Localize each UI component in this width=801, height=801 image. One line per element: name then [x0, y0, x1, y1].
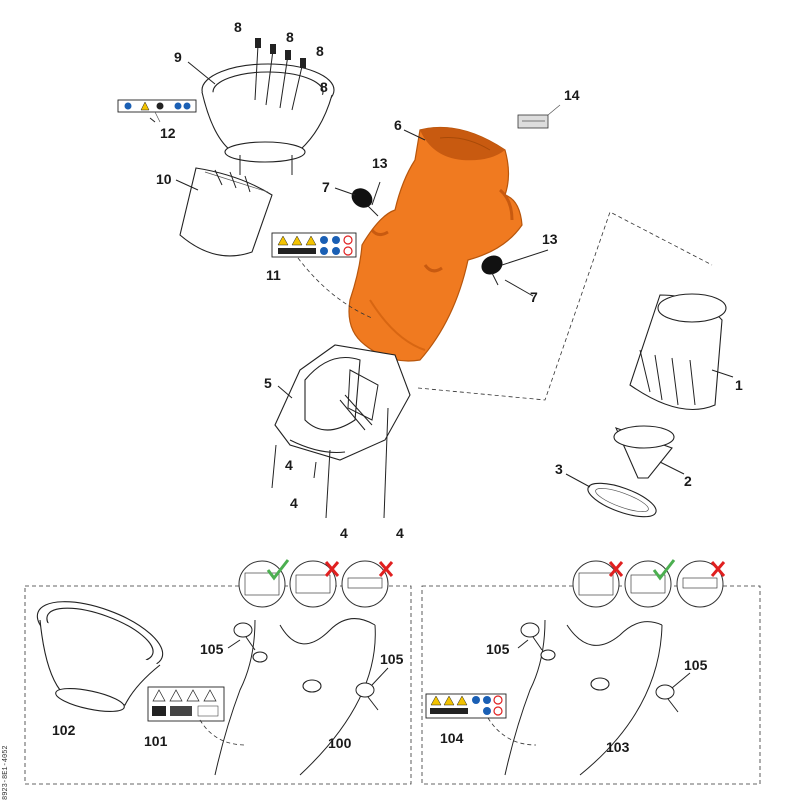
callout-102: 102 — [52, 722, 76, 738]
part-104-warning-label — [425, 693, 507, 719]
callout-8c: 8 — [316, 43, 324, 59]
callout-labels: 1 2 3 4 4 4 4 5 6 7 7 8 8 8 8 9 10 11 12… — [52, 19, 743, 755]
callout-100: 100 — [328, 735, 352, 751]
callout-8d: 8 — [320, 79, 328, 95]
callout-4a: 4 — [285, 457, 293, 473]
part-101-warning-label — [147, 686, 225, 722]
callout-105c: 105 — [486, 641, 510, 657]
callout-101: 101 — [144, 733, 168, 749]
variant-icons-right — [572, 559, 726, 608]
callout-14: 14 — [564, 87, 580, 103]
check-mark-icon — [266, 559, 290, 581]
callout-105b: 105 — [380, 651, 404, 667]
part-102-bowl — [36, 601, 164, 712]
callout-13a: 13 — [372, 155, 388, 171]
part-11-warning-label — [271, 232, 357, 258]
part-9-funnel — [201, 63, 335, 175]
callout-6: 6 — [394, 117, 402, 133]
callout-2: 2 — [684, 473, 692, 489]
callout-13b: 13 — [542, 231, 558, 247]
part-6-hopper — [348, 126, 523, 362]
part-10-sleeve — [179, 167, 273, 257]
callout-4c: 4 — [340, 525, 348, 541]
callout-9: 9 — [174, 49, 182, 65]
part-100-hopper — [214, 618, 376, 776]
part-1-cone — [629, 293, 727, 411]
callout-12: 12 — [160, 125, 176, 141]
part-7-knob-lower — [481, 255, 503, 286]
callout-1: 1 — [735, 377, 743, 393]
callout-8b: 8 — [286, 29, 294, 45]
callout-10: 10 — [156, 171, 172, 187]
callout-4d: 4 — [396, 525, 404, 541]
part-12-label — [117, 99, 197, 123]
part-2-inner-cone — [613, 425, 675, 479]
callout-7a: 7 — [322, 179, 330, 195]
callout-105d: 105 — [684, 657, 708, 673]
cross-mark-icon — [378, 561, 394, 577]
part-4-screws — [271, 407, 389, 519]
part-8-screws — [254, 38, 306, 111]
drawing-code: 8923-8E1-4052 — [2, 745, 10, 800]
callout-7b: 7 — [530, 289, 538, 305]
cross-mark-icon — [710, 561, 726, 577]
leader-lines — [149, 61, 734, 689]
callout-11: 11 — [266, 267, 281, 283]
part-105-knobs-right — [520, 622, 679, 713]
check-mark-icon — [652, 559, 676, 581]
part-3-ring — [587, 482, 657, 518]
callout-4b: 4 — [290, 495, 298, 511]
cross-mark-icon — [608, 561, 624, 577]
callout-103: 103 — [606, 739, 630, 755]
callout-3: 3 — [555, 461, 563, 477]
callout-8a: 8 — [234, 19, 242, 35]
part-105-knobs-left — [233, 622, 379, 711]
variant-box-left — [24, 585, 412, 785]
callout-105a: 105 — [200, 641, 224, 657]
part-14-plate — [517, 104, 561, 129]
part-103-hopper — [504, 619, 663, 776]
callout-104: 104 — [440, 730, 464, 746]
part-13-bolts — [371, 181, 549, 266]
variant-icons-left — [238, 559, 394, 608]
cross-mark-icon — [324, 561, 340, 577]
part-5-base — [274, 344, 411, 461]
part-7-knob-upper — [351, 188, 379, 217]
callout-5: 5 — [264, 375, 272, 391]
